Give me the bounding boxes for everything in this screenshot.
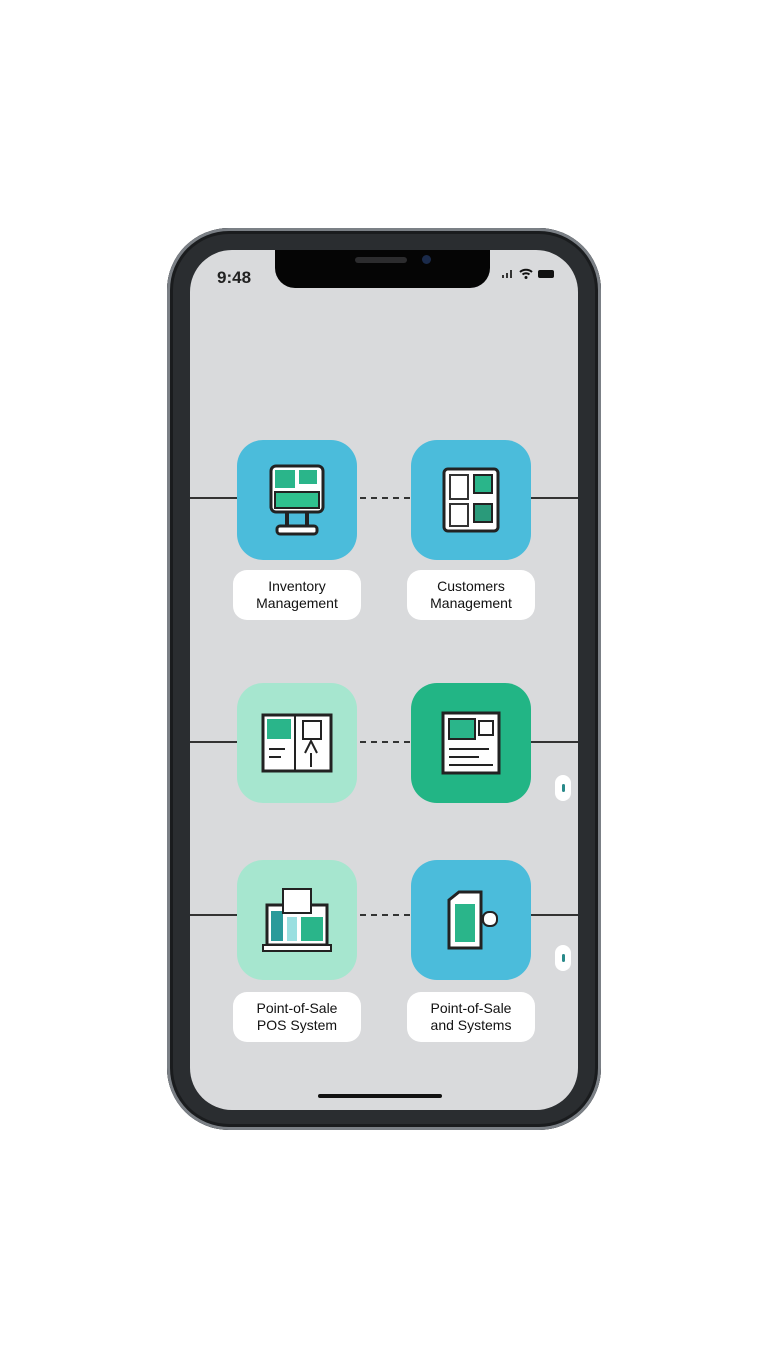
- battery-icon: [538, 269, 554, 278]
- kiosk-monitor-icon: [269, 464, 325, 536]
- status-icons: [502, 268, 554, 279]
- status-time: 9:48: [217, 268, 252, 287]
- customer-board-icon: [442, 467, 500, 533]
- connector-line: [531, 914, 578, 916]
- label-line: Customers: [437, 578, 505, 594]
- connector-line: [531, 497, 578, 499]
- person-panel-icon: [261, 713, 333, 773]
- signal-icon: [502, 270, 512, 278]
- connector-dashed: [360, 741, 410, 743]
- label-line: Point-of-Sale: [430, 1000, 512, 1016]
- label-line: Point-of-Sale: [256, 1000, 338, 1016]
- connector-line: [531, 741, 578, 743]
- tile-person-panel[interactable]: [237, 683, 357, 803]
- connector-line: [190, 914, 237, 916]
- connector-dashed: [360, 914, 410, 916]
- connector-line: [190, 741, 237, 743]
- home-indicator[interactable]: [318, 1094, 442, 1098]
- tile-terminal[interactable]: [411, 683, 531, 803]
- camera: [422, 255, 431, 264]
- connector-line: [190, 497, 237, 499]
- notch: [275, 250, 490, 288]
- side-handle[interactable]: [555, 945, 571, 971]
- tile-customers-management[interactable]: [411, 440, 531, 560]
- label-line: Management: [430, 595, 512, 611]
- wifi-icon: [519, 268, 533, 279]
- pos-register-icon: [262, 888, 332, 952]
- terminal-icon: [441, 711, 501, 775]
- label-line: Management: [256, 595, 338, 611]
- tile-pos-system[interactable]: [237, 860, 357, 980]
- speaker: [355, 257, 407, 263]
- tile-pos-and-systems[interactable]: [411, 860, 531, 980]
- connector-dashed: [360, 497, 410, 499]
- receipt-payment-icon: [447, 890, 498, 950]
- label-line: POS System: [256, 1017, 338, 1033]
- label-line: and Systems: [430, 1017, 512, 1033]
- tile-inventory-management[interactable]: [237, 440, 357, 560]
- side-handle[interactable]: [555, 775, 571, 801]
- label-line: Inventory: [268, 578, 326, 594]
